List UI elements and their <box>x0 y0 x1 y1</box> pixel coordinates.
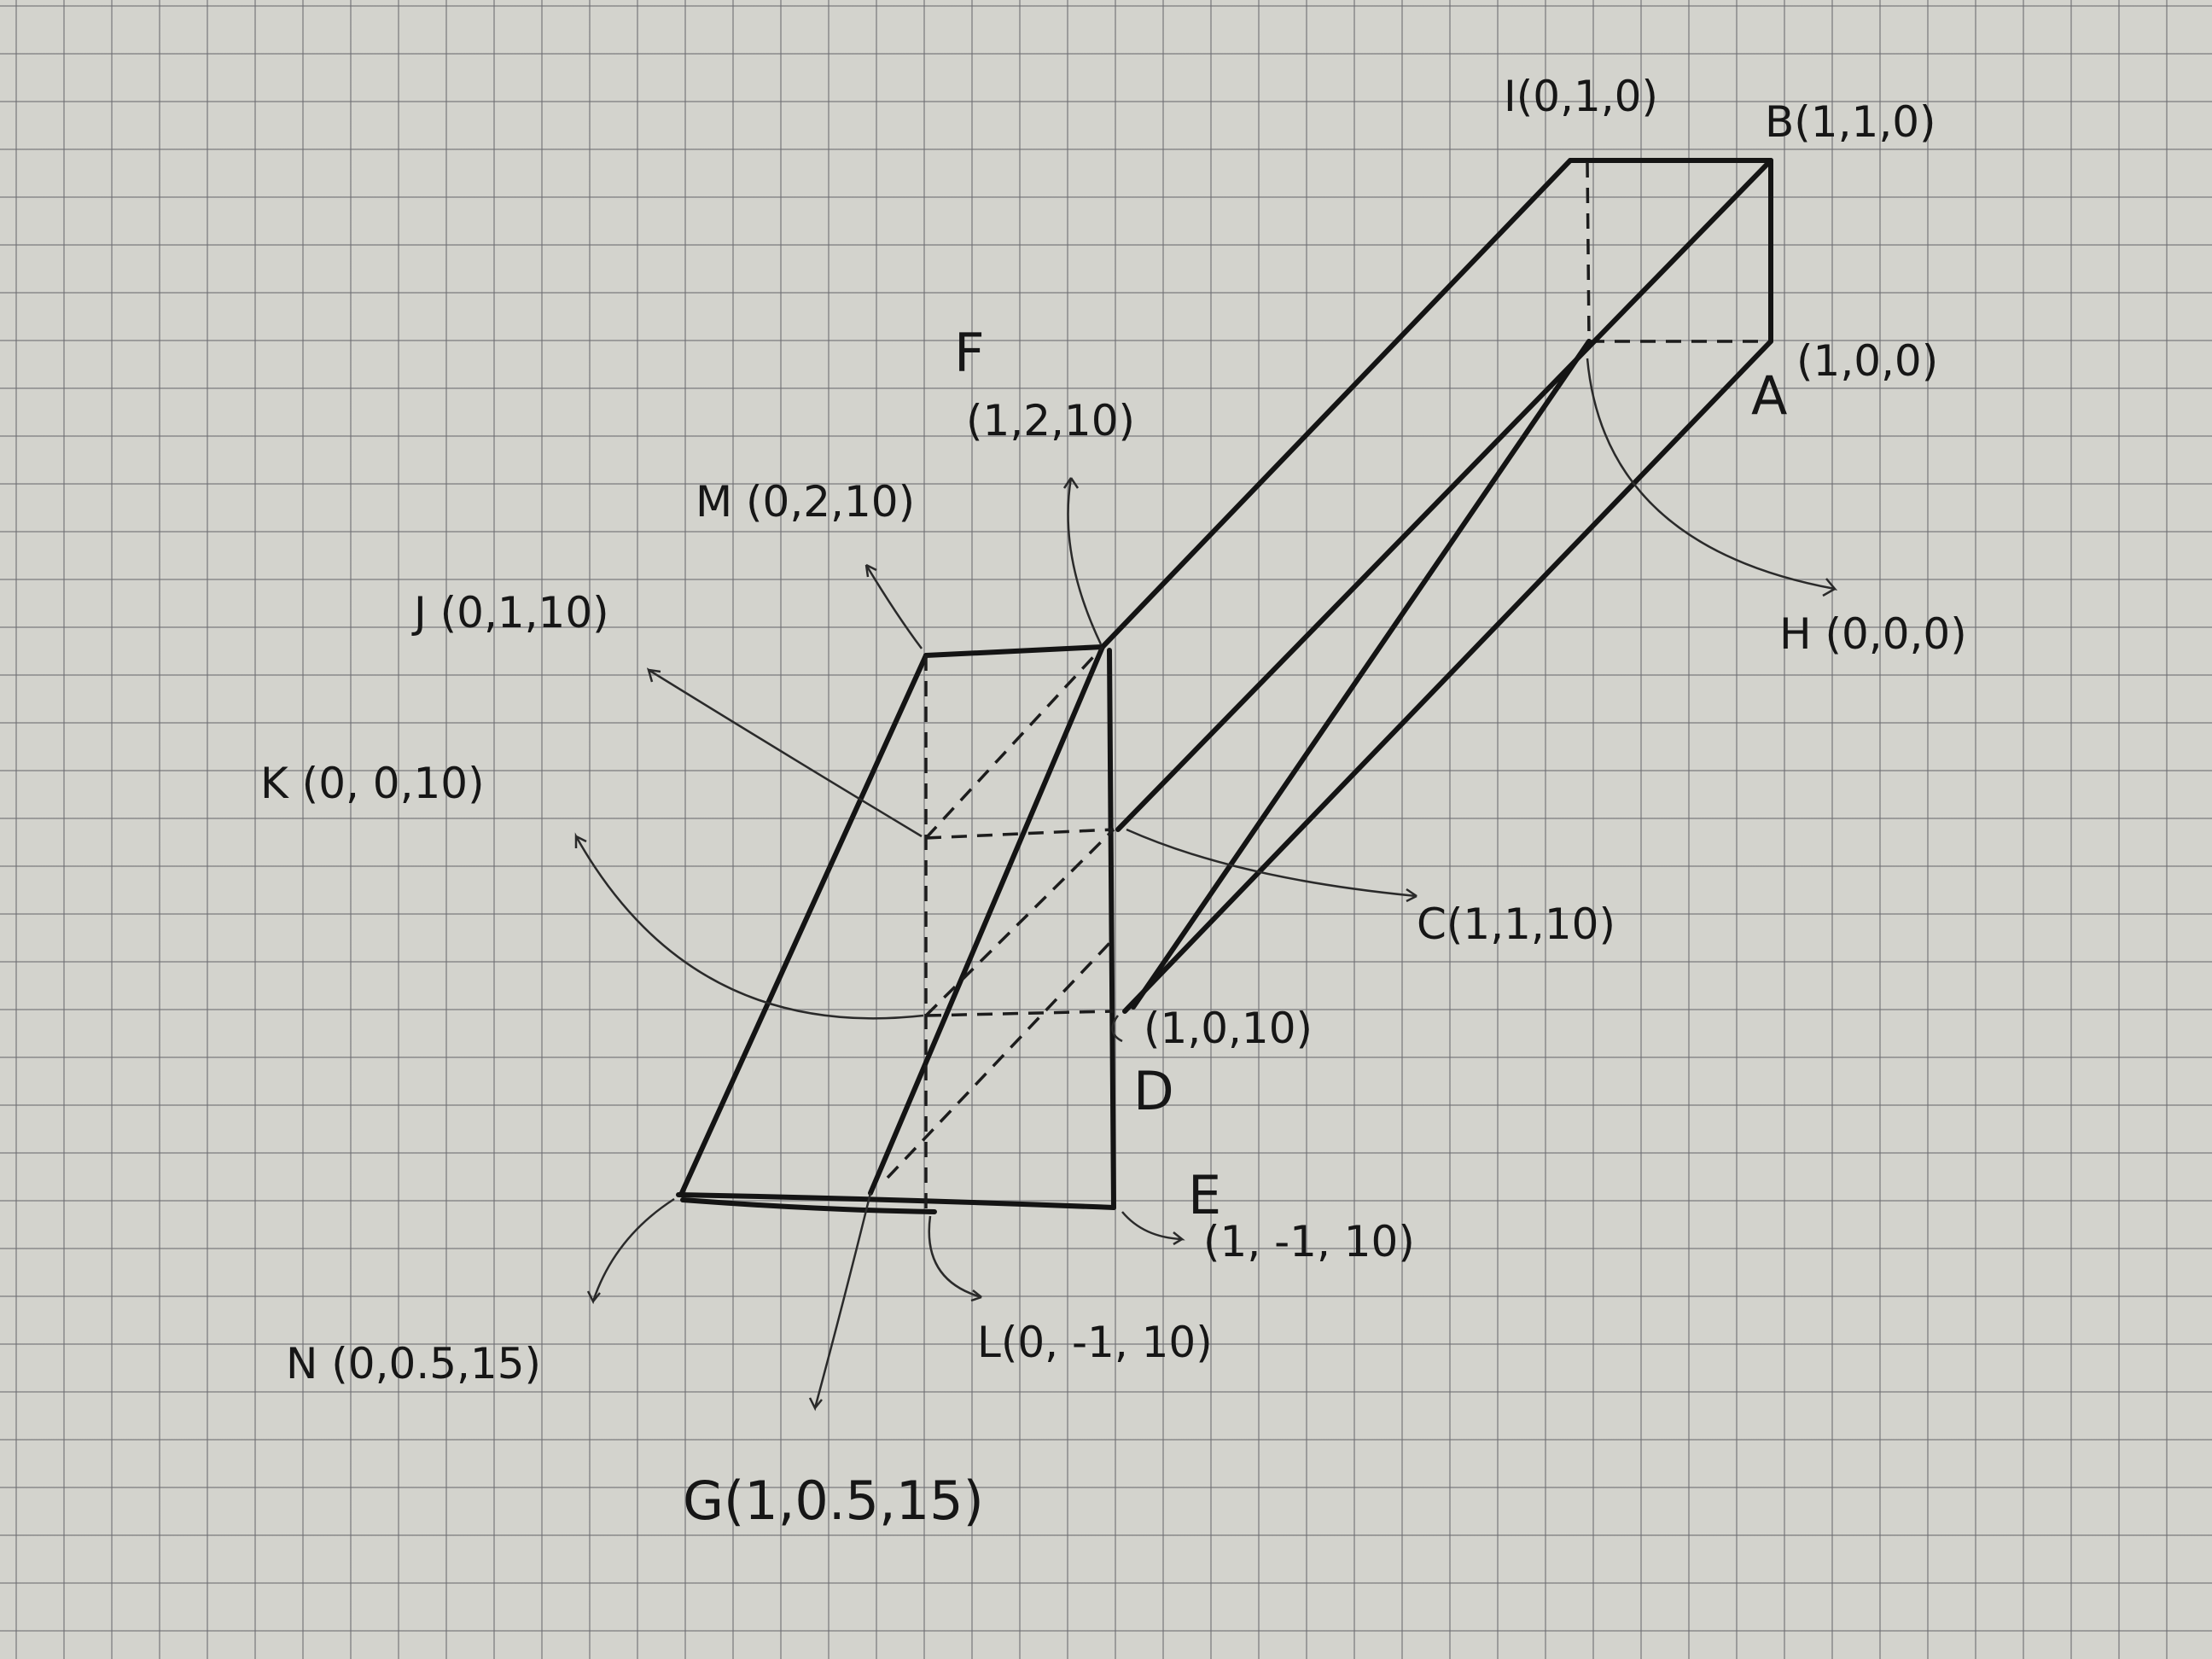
label-E: E <box>1188 1164 1221 1226</box>
edge-MF <box>923 644 1105 658</box>
edge-JC <box>925 828 1115 840</box>
edge-NE-lower <box>680 1197 937 1214</box>
leader-H <box>1586 358 1838 597</box>
edge-IH <box>1586 161 1591 342</box>
label-F-coords: (1,2,10) <box>966 396 1135 445</box>
edge-FE <box>1107 648 1116 1210</box>
label-J: J (0,1,10) <box>411 588 609 637</box>
leader-K <box>574 832 924 1020</box>
edge-JF <box>924 645 1104 840</box>
label-M: M (0,2,10) <box>696 477 915 527</box>
leader-F <box>1062 477 1103 645</box>
leader-C <box>1126 828 1417 903</box>
label-G: G(1,0.5,15) <box>683 1470 984 1532</box>
edge-BC <box>1115 158 1773 832</box>
leader-L <box>928 1215 982 1302</box>
label-C: C(1,1,10) <box>1417 899 1615 949</box>
label-H: H (0,0,0) <box>1779 609 1967 659</box>
label-E-coords: (1, -1, 10) <box>1203 1217 1415 1266</box>
edge-KC <box>924 828 1115 1017</box>
label-D: D <box>1133 1060 1174 1122</box>
label-F: F <box>954 322 985 384</box>
label-A: A <box>1751 364 1787 427</box>
edge-NE <box>676 1192 1116 1210</box>
leader-N <box>586 1197 675 1305</box>
edge-HD <box>1131 339 1592 1010</box>
edge-MN <box>678 653 928 1197</box>
leader-E <box>1121 1211 1185 1246</box>
edge-LD <box>886 937 1115 1179</box>
label-N: N (0,0.5,15) <box>286 1339 541 1388</box>
edge-FG <box>868 644 1105 1196</box>
edge-IF <box>1100 158 1573 649</box>
edge-AD <box>1122 339 1773 1014</box>
label-K: K (0, 0,10) <box>260 759 485 808</box>
edge-KD <box>925 1010 1115 1017</box>
label-L: L(0, -1, 10) <box>977 1318 1213 1367</box>
label-A-coords: (1,0,0) <box>1796 336 1938 386</box>
leader-M <box>864 563 923 649</box>
leader-D <box>1111 1015 1123 1043</box>
leader-J <box>646 667 923 838</box>
label-B: B(1,1,0) <box>1765 97 1936 147</box>
label-I: I(0,1,0) <box>1504 72 1658 121</box>
leader-G <box>808 1192 872 1412</box>
label-D-coords: (1,0,10) <box>1144 1004 1313 1053</box>
